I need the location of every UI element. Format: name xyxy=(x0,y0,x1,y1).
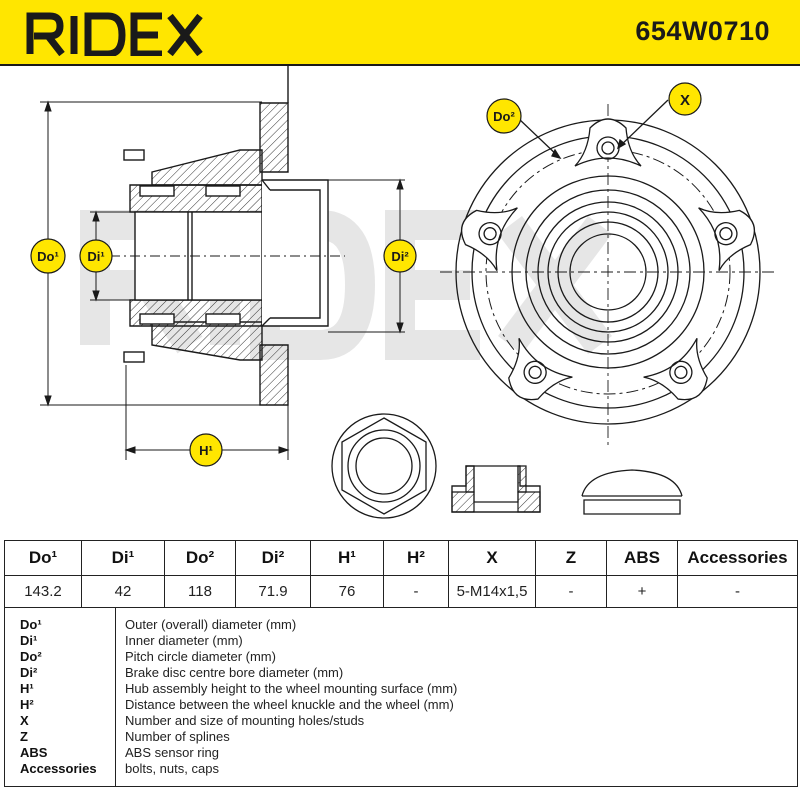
technical-drawing: Do¹ Di¹ Di² H¹ xyxy=(30,66,776,519)
legend-box: Do¹ Outer (overall) diameter (mm) Di¹ In… xyxy=(4,607,798,787)
legend-row: Accessories bolts, nuts, caps xyxy=(5,761,797,777)
hub-side-section xyxy=(110,66,345,406)
sleeve-icon xyxy=(451,465,541,513)
badge-do1-label: Do¹ xyxy=(37,249,59,264)
spec-value: 42 xyxy=(81,575,165,608)
legend-key: Do¹ xyxy=(20,617,42,632)
col-header: Do² xyxy=(164,540,236,576)
legend-desc: Brake disc centre bore diameter (mm) xyxy=(125,665,344,680)
badge-do2: Do² xyxy=(486,98,522,134)
legend-row: H¹ Hub assembly height to the wheel moun… xyxy=(5,681,797,697)
cap-icon xyxy=(581,469,683,515)
legend-row: Do² Pitch circle diameter (mm) xyxy=(5,649,797,665)
col-header: Di² xyxy=(235,540,311,576)
legend-row: Do¹ Outer (overall) diameter (mm) xyxy=(5,617,797,633)
badge-do1: Do¹ xyxy=(30,238,66,274)
col-header: ABS xyxy=(606,540,678,576)
col-header: Do¹ xyxy=(4,540,82,576)
legend-row: H² Distance between the wheel knuckle an… xyxy=(5,697,797,713)
badge-di1: Di¹ xyxy=(79,239,113,273)
badge-x: X xyxy=(668,82,702,116)
part-number: 654W0710 xyxy=(635,16,770,46)
legend-desc: Distance between the wheel knuckle and t… xyxy=(125,697,454,712)
badge-do2-label: Do² xyxy=(493,109,515,124)
legend-key: Accessories xyxy=(20,761,97,776)
spec-value: 143.2 xyxy=(4,575,82,608)
spec-value: 71.9 xyxy=(235,575,311,608)
spec-value: 118 xyxy=(164,575,236,608)
specs-header-row: Do¹ Di¹ Do² Di² H¹ H² X Z ABS Accessorie… xyxy=(4,540,798,576)
legend-desc: Outer (overall) diameter (mm) xyxy=(125,617,297,632)
badge-di2: Di² xyxy=(383,239,417,273)
legend-desc: ABS sensor ring xyxy=(125,745,219,760)
legend-key: ABS xyxy=(20,745,48,760)
legend-key: X xyxy=(20,713,29,728)
spec-value: - xyxy=(383,575,449,608)
col-header: X xyxy=(448,540,536,576)
legend-row: X Number and size of mounting holes/stud… xyxy=(5,713,797,729)
legend-key: H² xyxy=(20,697,34,712)
legend-key: Z xyxy=(20,729,28,744)
legend-row: Di¹ Inner diameter (mm) xyxy=(5,633,797,649)
badge-di1-label: Di¹ xyxy=(87,249,104,264)
spec-value: 76 xyxy=(310,575,384,608)
legend-key: Do² xyxy=(20,649,42,664)
hub-front-view xyxy=(440,99,776,445)
legend-key: Di² xyxy=(20,665,38,680)
spec-value: - xyxy=(677,575,798,608)
legend-key: Di¹ xyxy=(20,633,38,648)
badge-di2-label: Di² xyxy=(391,249,409,264)
legend-desc: Number of splines xyxy=(125,729,230,744)
header-bar: 654W0710 xyxy=(0,0,800,66)
col-header: Di¹ xyxy=(81,540,165,576)
legend-key: H¹ xyxy=(20,681,34,696)
legend-desc: Hub assembly height to the wheel mountin… xyxy=(125,681,458,696)
spec-value: 5-M14x1,5 xyxy=(448,575,536,608)
specs-table: Do¹ Di¹ Do² Di² H¹ H² X Z ABS Accessorie… xyxy=(4,540,798,608)
legend-row: ABS ABS sensor ring xyxy=(5,745,797,761)
badge-h1: H¹ xyxy=(189,433,223,467)
specs-value-row: 143.2 42 118 71.9 76 - 5-M14x1,5 - + - xyxy=(4,575,798,608)
badge-x-label: X xyxy=(680,92,690,109)
col-header: H¹ xyxy=(310,540,384,576)
col-header: H² xyxy=(383,540,449,576)
legend-row: Z Number of splines xyxy=(5,729,797,745)
col-header: Accessories xyxy=(677,540,798,576)
legend-divider xyxy=(115,608,116,786)
spec-value: + xyxy=(606,575,678,608)
legend-row: Di² Brake disc centre bore diameter (mm) xyxy=(5,665,797,681)
legend-desc: bolts, nuts, caps xyxy=(125,761,219,776)
legend-desc: Number and size of mounting holes/studs xyxy=(125,713,365,728)
spec-value: - xyxy=(535,575,607,608)
legend-desc: Inner diameter (mm) xyxy=(125,633,243,648)
ridex-logo xyxy=(26,12,203,56)
badge-h1-label: H¹ xyxy=(199,443,213,458)
stud-holes xyxy=(460,118,756,401)
legend-desc: Pitch circle diameter (mm) xyxy=(125,649,276,664)
nut-icon xyxy=(331,413,437,519)
col-header: Z xyxy=(535,540,607,576)
